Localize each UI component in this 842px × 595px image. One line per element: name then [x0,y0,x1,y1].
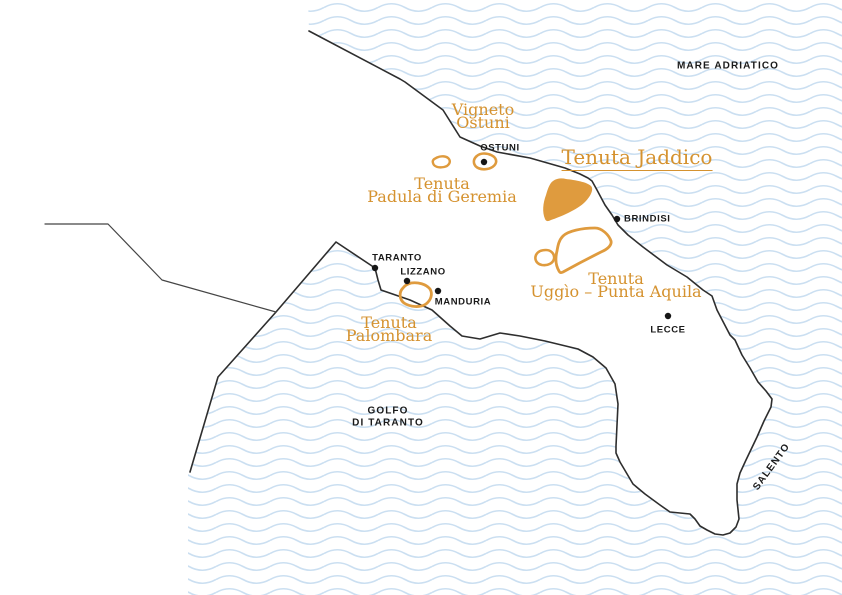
vigneto-ostuni-line2: Ostuni [456,113,510,132]
estate-label-tenuta-padula-di-geremia[interactable]: Tenuta Padula di Geremia [367,174,517,206]
golfo-line1: GOLFO [367,405,409,417]
area-vigneto-ostuni[interactable] [472,152,498,171]
sea-label-mare-adriatico: MARE ADRIATICO [676,60,780,72]
area-tenuta-jaddico[interactable] [543,178,593,222]
inland-border-line [44,223,277,313]
area-tenuta-palombara[interactable] [398,281,433,308]
city-label-ostuni: OSTUNI [480,142,520,154]
estate-label-vigneto-ostuni[interactable]: Vigneto Ostuni [451,100,515,132]
estate-label-tenuta-palombara[interactable]: Tenuta Palombara [345,313,433,345]
city-dot-manduria [434,287,442,295]
golfo-line2: DI TARANTO [352,417,424,428]
uggio-line1: Tenuta [588,269,644,288]
padula-line1: Tenuta [414,174,470,193]
city-label-lizzano: LIZZANO [400,266,446,278]
tenuta-jaddico-link[interactable]: Tenuta Jaddico [561,145,713,171]
city-label-taranto: TARANTO [372,252,422,264]
city-label-brindisi: BRINDISI [624,213,671,225]
palombara-line1: Tenuta [361,313,417,332]
sea-label-golfo-di-taranto: GOLFO DI TARANTO [352,406,424,429]
vigneto-ostuni-line1: Vigneto [451,100,515,119]
palombara-line2: Palombara [345,326,433,345]
sea-wave-area [188,0,842,595]
estate-label-tenuta-uggio-punta-aquila[interactable]: Tenuta Uggìo – Punta Aquila [530,269,702,301]
city-dot-brindisi [613,215,621,223]
city-dot-ostuni [480,158,488,166]
coastline [189,30,773,536]
city-label-lecce: LECCE [650,324,686,336]
uggio-line2: Uggìo – Punta Aquila [530,282,702,301]
estate-label-tenuta-jaddico[interactable]: Tenuta Jaddico [561,145,713,171]
city-label-manduria: MANDURIA [434,296,492,308]
city-dot-lecce [664,312,672,320]
area-tenuta-uggio-small[interactable] [534,248,556,267]
padula-line2: Padula di Geremia [367,187,517,206]
city-dot-taranto [371,264,379,272]
city-dot-lizzano [403,277,411,285]
area-tenuta-uggio-large[interactable] [554,226,613,275]
area-tenuta-padula-di-geremia[interactable] [431,155,451,169]
